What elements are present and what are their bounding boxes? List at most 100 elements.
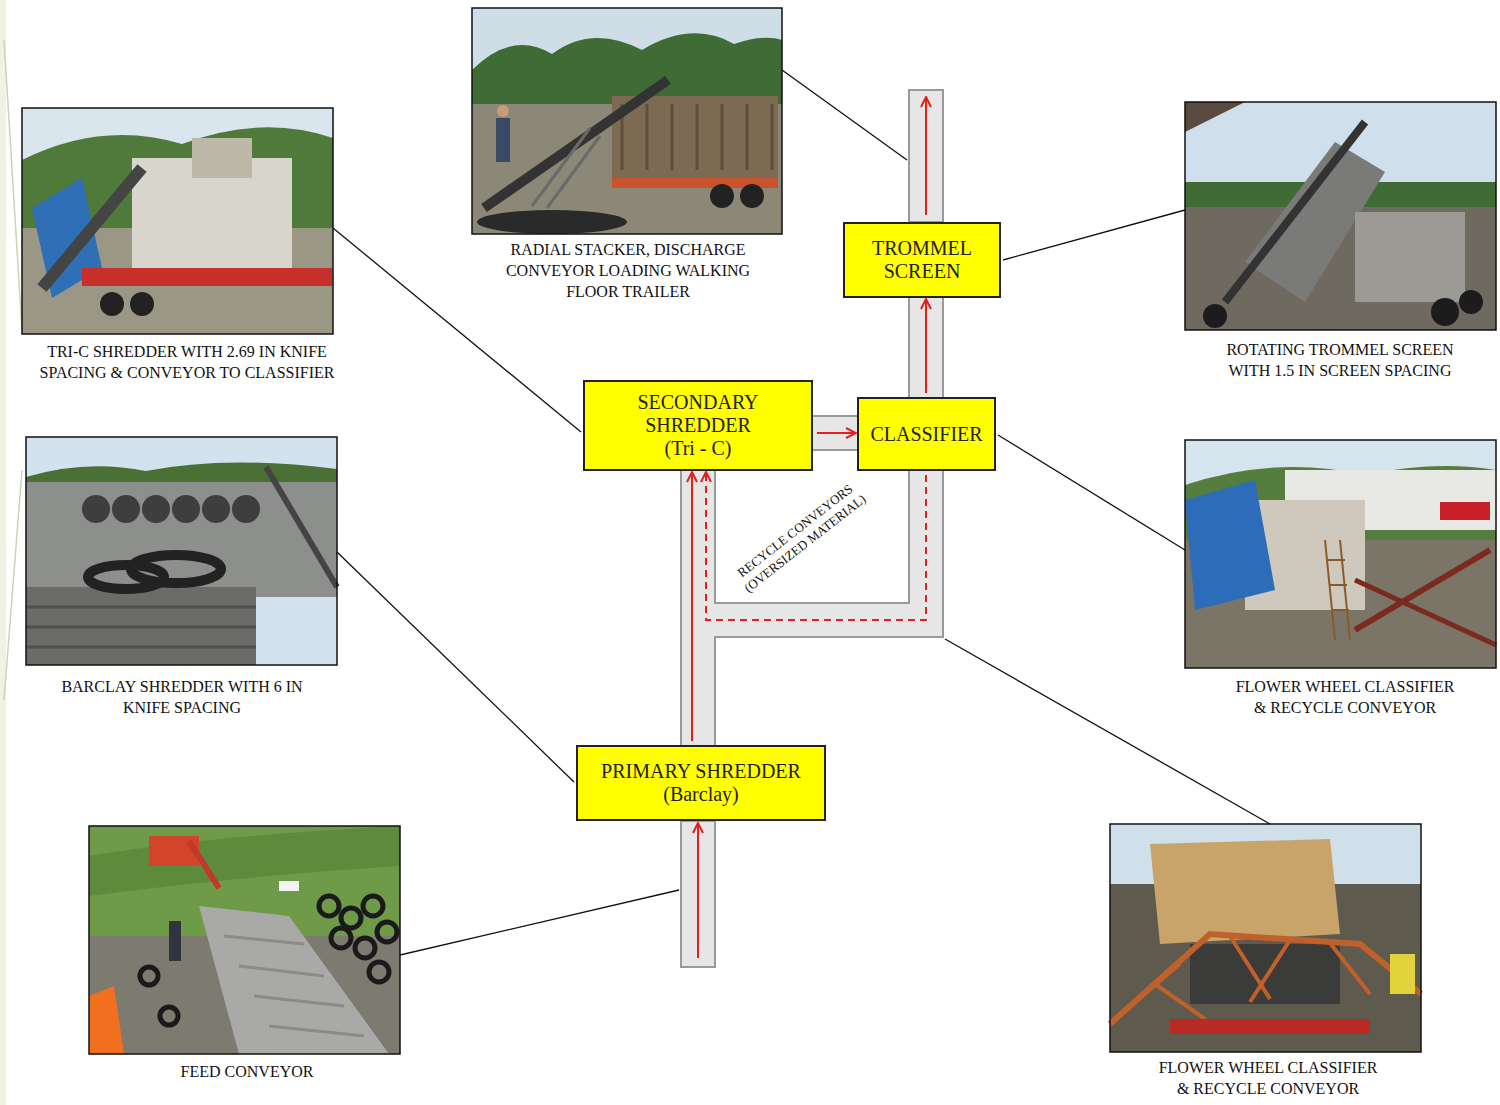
discharge-conveyor-band — [909, 90, 943, 222]
photo-frame — [1185, 102, 1496, 330]
feed-belt — [199, 906, 389, 1054]
photo-sky — [1185, 440, 1496, 668]
photo-sky — [22, 108, 333, 334]
trailer-body — [612, 96, 778, 178]
box-label: PRIMARY SHREDDER — [584, 760, 818, 783]
conveyor-band — [698, 471, 926, 620]
trommel-housing — [1355, 212, 1465, 302]
trailer-ribs — [622, 104, 772, 170]
flow-connector — [706, 472, 926, 620]
flower-wheel-photo — [1185, 440, 1496, 668]
conveyor-band — [910, 298, 942, 397]
photo-frame — [1110, 824, 1421, 1052]
shredder-frame — [266, 467, 337, 587]
roof-edge — [1185, 102, 1245, 132]
process-box: CLASSIFIER — [857, 397, 996, 471]
tire — [331, 928, 351, 948]
tire — [1459, 290, 1483, 314]
shredder-roller — [172, 495, 200, 523]
box-label: (Barclay) — [584, 783, 818, 806]
conveyor-band-fill — [698, 298, 926, 745]
tire — [355, 938, 375, 958]
truss-brace — [1130, 936, 1370, 1019]
flow-connector — [691, 472, 693, 741]
slide-edge-line — [4, 40, 22, 700]
flow-connector — [817, 432, 856, 434]
shredder-roller — [202, 495, 230, 523]
leader-line — [1003, 210, 1185, 260]
photo-frame — [26, 437, 337, 665]
leader-lines — [333, 70, 1270, 955]
conveyor-truss — [1110, 934, 1421, 1024]
barclay-shredder-photo — [26, 437, 337, 665]
tire — [1431, 298, 1459, 326]
stacker-frame — [532, 128, 600, 208]
yellow-part — [1390, 954, 1415, 994]
photo-caption: TRI-C SHREDDER WITH 2.69 IN KNIFE SPACIN… — [27, 342, 347, 384]
conveyor-band-outline — [698, 298, 926, 745]
photo-sky — [1185, 102, 1496, 330]
recycle-conveyor — [1355, 580, 1496, 645]
tri-c-shredder-photo — [22, 108, 333, 334]
tire — [160, 1007, 178, 1025]
process-box: TROMMEL SCREEN — [843, 222, 1001, 298]
box-label: (Tri - C) — [591, 437, 805, 460]
flower-wheel-photo — [1110, 824, 1421, 1052]
chassis-wheel — [100, 292, 124, 316]
conveyor-band — [908, 298, 944, 397]
red-truck — [1440, 502, 1490, 520]
worker — [169, 921, 181, 961]
flow-arrow — [697, 823, 699, 958]
photo-frame — [22, 108, 333, 334]
photo-frame — [89, 826, 400, 1054]
tire — [369, 962, 389, 982]
white-car — [279, 881, 299, 891]
photo-caption: FLOWER WHEEL CLASSIFIER & RECYCLE CONVEY… — [1231, 677, 1459, 719]
photo-caption: FEED CONVEYOR — [97, 1062, 397, 1083]
red-chassis — [82, 268, 332, 286]
foreground-vest — [89, 986, 124, 1054]
box-label: SECONDARY SHREDDER — [591, 391, 805, 437]
stacker-conveyor — [484, 80, 668, 208]
shredder-roller — [112, 495, 140, 523]
tire — [341, 908, 361, 928]
shredder-hopper — [192, 138, 252, 178]
feed-belt — [26, 587, 256, 665]
trommel-conveyor — [1225, 122, 1365, 302]
conveyor-band — [698, 471, 926, 620]
tire — [319, 896, 339, 916]
tire — [140, 967, 158, 985]
photo-caption: BARCLAY SHREDDER WITH 6 IN KNIFE SPACING — [42, 677, 322, 719]
shredder-roller — [142, 495, 170, 523]
photo-frame — [472, 8, 782, 234]
feed-conveyor-band — [681, 821, 715, 967]
leader-line — [333, 228, 581, 432]
photo-sky — [472, 8, 782, 234]
chassis-wheel — [130, 292, 154, 316]
shredder-body — [26, 482, 337, 597]
leader-line — [945, 639, 1270, 824]
photo-hillside-shade — [89, 826, 400, 896]
shredder-roller — [232, 495, 260, 523]
photo-caption: ROTATING TROMMEL SCREEN WITH 1.5 IN SCRE… — [1205, 340, 1475, 382]
box-label: TROMMEL SCREEN — [851, 237, 993, 283]
ladder — [1325, 540, 1350, 640]
photo-caption: FLOWER WHEEL CLASSIFIER & RECYCLE CONVEY… — [1154, 1058, 1382, 1100]
trommel-photo — [1185, 102, 1496, 330]
photo-trees — [472, 33, 782, 104]
trailer-wheel — [710, 184, 734, 208]
shredder-roller — [82, 495, 110, 523]
leader-line — [998, 435, 1185, 550]
photo-sky — [1110, 824, 1421, 1052]
wood-hopper — [1150, 839, 1340, 944]
slide-edge-band — [0, 0, 6, 1105]
belt-slats — [26, 607, 256, 647]
photo-frame — [1185, 440, 1496, 668]
worker — [496, 118, 510, 162]
shred-pile — [477, 210, 627, 234]
